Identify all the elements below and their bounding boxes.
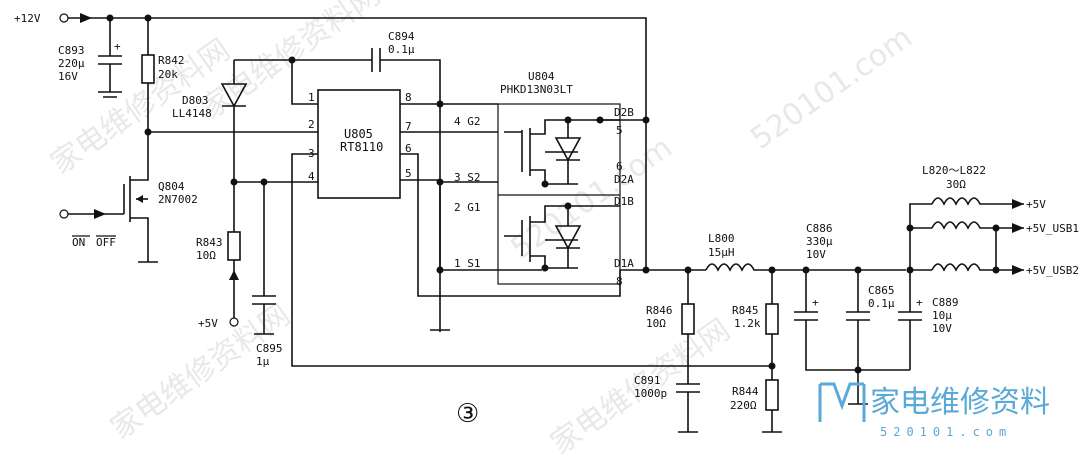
logo-text: 家电维修资料	[870, 385, 1050, 420]
transistor-q804: Q804 2N7002 ON OFF	[59, 132, 198, 263]
svg-text:2: 2	[308, 118, 315, 131]
net-label-5v-usb1: +5V_USB1	[1026, 222, 1079, 235]
svg-text:6: 6	[616, 160, 623, 173]
svg-text:U804: U804	[528, 70, 555, 83]
watermark-logo: 家电维修资料 520101.com	[818, 382, 1050, 439]
svg-text:D2B: D2B	[614, 106, 634, 119]
svg-text:7: 7	[405, 120, 412, 133]
svg-text:R843: R843	[196, 236, 223, 249]
watermark-text: 520101.com	[745, 20, 919, 157]
svg-text:C889: C889	[932, 296, 959, 309]
svg-text:+: +	[812, 296, 819, 309]
svg-text:0.1μ: 0.1μ	[868, 297, 895, 310]
svg-text:R842: R842	[158, 54, 185, 67]
svg-text:Q804: Q804	[158, 180, 185, 193]
svg-text:10μ: 10μ	[932, 309, 952, 322]
capacitor-c895: C895 1μ	[252, 182, 283, 368]
svg-text:220Ω: 220Ω	[730, 399, 757, 412]
svg-text:10V: 10V	[806, 248, 826, 261]
svg-text:L800: L800	[708, 232, 735, 245]
svg-text:1μ: 1μ	[256, 355, 270, 368]
net-label-5v-usb2: +5V_USB2	[1026, 264, 1079, 277]
svg-text:1.2k: 1.2k	[734, 317, 761, 330]
svg-text:R846: R846	[646, 304, 673, 317]
svg-text:D803: D803	[182, 94, 209, 107]
svg-text:3: 3	[308, 147, 315, 160]
svg-text:D1A: D1A	[614, 257, 634, 270]
svg-text:PHKD13N03LT: PHKD13N03LT	[500, 83, 573, 96]
svg-text:D2A: D2A	[614, 173, 634, 186]
svg-text:8: 8	[405, 91, 412, 104]
svg-text:+: +	[916, 296, 923, 309]
capacitor-c894: C894 0.1μ	[292, 30, 441, 104]
svg-text:C894: C894	[388, 30, 415, 43]
svg-text:220μ: 220μ	[58, 57, 85, 70]
svg-text:30Ω: 30Ω	[946, 178, 966, 191]
svg-text:+5V: +5V	[198, 317, 218, 330]
svg-text:1000p: 1000p	[634, 387, 667, 400]
svg-text:4 G2: 4 G2	[454, 115, 481, 128]
svg-text:20k: 20k	[158, 68, 178, 81]
net-label-12v: +12V	[14, 12, 41, 25]
rail-12v: +12V	[14, 12, 647, 120]
svg-text:10V: 10V	[932, 322, 952, 335]
resistor-r842: R842 20k	[141, 18, 185, 136]
svg-text:0.1μ: 0.1μ	[388, 43, 415, 56]
ic-u804: U804 PHKD13N03LT 4 G2 3 S2 2 G1 1 S1 D2B…	[454, 70, 634, 288]
inductors-l820-l822: L820～L822 30Ω +5V +5V_USB1 +5V_USB2	[906, 164, 1079, 277]
svg-text:R844: R844	[732, 385, 759, 398]
svg-text:15μH: 15μH	[708, 246, 735, 259]
svg-text:C865: C865	[868, 284, 895, 297]
svg-text:1: 1	[308, 91, 315, 104]
terminal-12v	[59, 13, 69, 23]
switch-on-label: ON	[72, 236, 85, 249]
svg-text:C886: C886	[806, 222, 833, 235]
capacitor-c893: + C893 220μ 16V	[58, 18, 122, 98]
svg-text:5: 5	[405, 167, 412, 180]
svg-text:2N7002: 2N7002	[158, 193, 198, 206]
snubber-r846-c891: R846 10Ω C891 1000p	[634, 270, 700, 433]
svg-text:5: 5	[616, 124, 623, 137]
logo-url: 520101.com	[880, 425, 1012, 439]
svg-text:4: 4	[308, 170, 315, 183]
svg-text:C893: C893	[58, 44, 85, 57]
svg-text:10Ω: 10Ω	[196, 249, 216, 262]
svg-text:8: 8	[616, 275, 623, 288]
svg-text:6: 6	[405, 142, 412, 155]
diode-d803: D803 LL4148	[172, 56, 318, 186]
figure-number: ③	[456, 399, 479, 429]
svg-text:U805: U805	[344, 127, 373, 141]
svg-text:1 S1: 1 S1	[454, 257, 481, 270]
svg-text:2 G1: 2 G1	[454, 201, 481, 214]
ic-u805: U805 RT8110 1 2 3 4 8 7 6 5	[308, 89, 621, 331]
svg-text:C895: C895	[256, 342, 283, 355]
resistor-r843: +5V R843 10Ω	[196, 182, 241, 330]
net-label-5v-out: +5V	[1026, 198, 1046, 211]
svg-text:RT8110: RT8110	[340, 140, 383, 154]
svg-text:3 S2: 3 S2	[454, 171, 481, 184]
svg-text:D1B: D1B	[614, 195, 634, 208]
svg-text:L820～L822: L820～L822	[922, 164, 986, 177]
svg-text:16V: 16V	[58, 70, 78, 83]
output-capacitors: + C886 330μ 10V C865 0.1μ + C889 10μ 10V	[794, 222, 959, 405]
svg-text:+: +	[114, 40, 121, 53]
svg-text:R845: R845	[732, 304, 759, 317]
switch-off-label: OFF	[96, 236, 116, 249]
svg-text:330μ: 330μ	[806, 235, 833, 248]
svg-text:10Ω: 10Ω	[646, 317, 666, 330]
svg-text:C891: C891	[634, 374, 661, 387]
divider-r845-r844: R845 1.2k R844 220Ω	[730, 270, 782, 433]
svg-text:LL4148: LL4148	[172, 107, 212, 120]
